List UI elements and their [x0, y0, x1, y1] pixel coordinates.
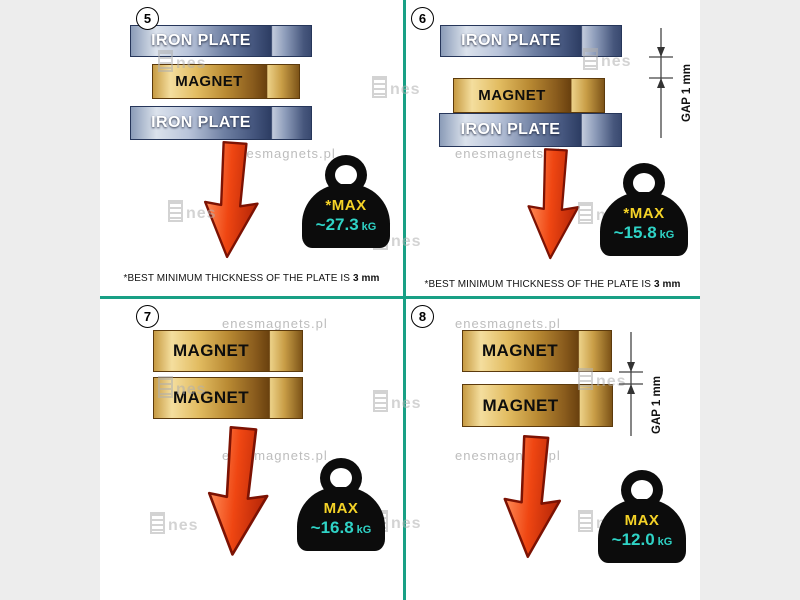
pull-arrow-icon [207, 425, 269, 556]
panel-number-badge: 8 [411, 305, 434, 328]
enes-e-icon [158, 50, 173, 72]
enes-logo-watermark: nes [373, 390, 422, 412]
magnet-bar-top: MAGNET [153, 330, 303, 372]
panel-number-badge: 7 [136, 305, 159, 328]
weight-unit: kG [361, 221, 377, 233]
enes-e-icon [168, 200, 183, 222]
enes-e-icon [150, 512, 165, 534]
enes-e-icon [583, 48, 598, 70]
enes-e-icon [158, 376, 173, 398]
enes-e-icon [578, 368, 593, 390]
weight-max-label: *MAX [325, 197, 367, 214]
enes-logo-watermark: nes [583, 48, 632, 70]
watermark-text: enesmagnets.pl [222, 316, 328, 331]
enes-logo-watermark: nes [158, 50, 207, 72]
iron-plate-bottom: IRON PLATE [130, 106, 312, 140]
divider-horizontal [100, 296, 700, 299]
divider-vertical [403, 0, 406, 600]
gap-label: GAP 1 mm [681, 64, 693, 122]
magnet-bar-bottom: MAGNET [462, 384, 613, 427]
gap-dimension-icon [619, 332, 643, 436]
weight-unit: kG [659, 229, 675, 241]
footnote: *BEST MINIMUM THICKNESS OF THE PLATE IS … [123, 273, 380, 284]
footnote: *BEST MINIMUM THICKNESS OF THE PLATE IS … [424, 279, 681, 290]
weight-max-label: MAX [624, 512, 660, 529]
weight-unit: kG [657, 536, 673, 548]
pull-arrow-icon [203, 140, 259, 259]
panel-number-badge: 5 [136, 7, 159, 30]
magnet-bar: MAGNET [453, 78, 605, 113]
iron-plate-bottom: IRON PLATE [439, 113, 622, 147]
enes-logo-watermark: nes [158, 376, 207, 398]
watermark-text: enesmagnets.pl [455, 146, 561, 161]
panel-number-badge: 6 [411, 7, 434, 30]
weight-max-label: MAX [323, 500, 359, 517]
magnet-bar-bottom: MAGNET [153, 377, 303, 419]
enes-logo-watermark: nes [168, 200, 217, 222]
watermark-text: enesmagnets.pl [230, 146, 336, 161]
pull-arrow-icon [527, 148, 580, 260]
enes-e-icon [578, 510, 593, 532]
page-margin-left [0, 0, 100, 600]
page-margin-right [700, 0, 800, 600]
enes-e-icon [578, 202, 593, 224]
weight-unit: kG [356, 524, 372, 536]
magnet-bar: MAGNET [152, 64, 300, 99]
enes-logo-watermark: nes [578, 368, 627, 390]
enes-logo-watermark: nes [372, 76, 421, 98]
enes-logo-watermark: nes [150, 512, 199, 534]
gap-label: GAP 1 mm [651, 376, 663, 434]
watermark-text: enesmagnets.pl [455, 316, 561, 331]
pull-arrow-icon [503, 434, 562, 559]
enes-e-icon [372, 76, 387, 98]
gap-dimension-icon [649, 28, 673, 138]
magnet-bar-top: MAGNET [462, 330, 612, 372]
enes-e-icon [373, 390, 388, 412]
weight-max-label: *MAX [623, 205, 665, 222]
